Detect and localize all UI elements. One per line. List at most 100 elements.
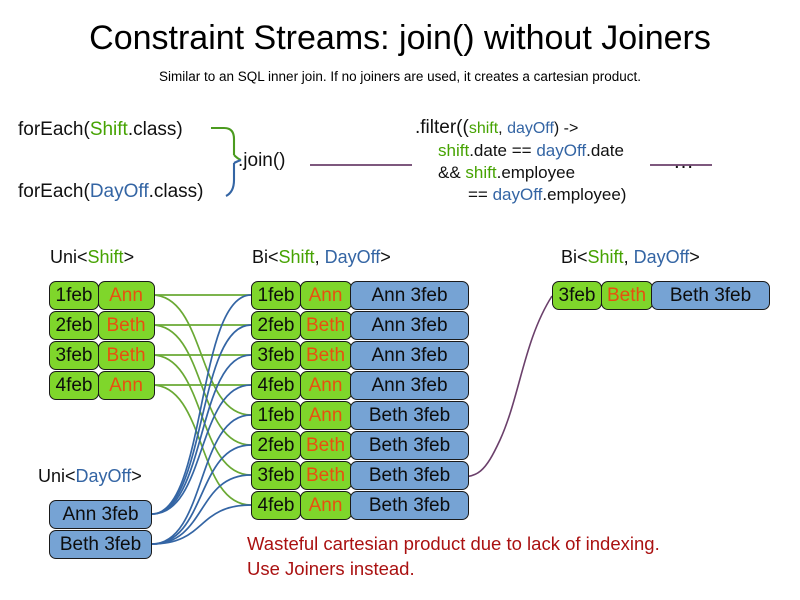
- shift-date-cell[interactable]: 4feb: [49, 371, 99, 400]
- bi-shift-date-cell[interactable]: 2feb: [251, 311, 301, 340]
- dayoff-wire: [151, 384, 252, 515]
- bi-shift-date-cell[interactable]: 2feb: [251, 431, 301, 460]
- code-filter-block: .filter((shift, dayOff) -> shift.date ==…: [415, 117, 626, 206]
- warning-note-line-2: Use Joiners instead.: [247, 558, 415, 579]
- dayoff-wire: [151, 504, 252, 545]
- header-bi2-sep: ,: [623, 247, 634, 267]
- header-bi-right: Bi<Shift, DayOff>: [561, 246, 700, 268]
- header-bi2-post: >: [689, 247, 700, 267]
- bi-shift-date-cell[interactable]: 4feb: [251, 491, 301, 520]
- bi-shift-date-cell[interactable]: 1feb: [251, 401, 301, 430]
- bi-dayoff-cell[interactable]: Ann 3feb: [350, 311, 469, 340]
- result-dayoff-cell[interactable]: Beth 3feb: [651, 281, 770, 310]
- shift-date-cell[interactable]: 3feb: [49, 341, 99, 370]
- bi-shift-date-cell[interactable]: 3feb: [251, 341, 301, 370]
- header-bi-type-dayoff: DayOff: [324, 247, 381, 267]
- header-uni-dayoff-pre: Uni<: [38, 466, 76, 486]
- shift-employee-cell[interactable]: Beth: [97, 311, 155, 340]
- bi-dayoff-cell[interactable]: Ann 3feb: [350, 281, 469, 310]
- shift-wire: [151, 354, 252, 476]
- foreach-shift-prefix: forEach(: [18, 119, 90, 140]
- foreach-dayoff-suffix: .class): [148, 181, 204, 202]
- bi-shift-employee-cell[interactable]: Beth: [299, 311, 352, 340]
- bi-shift-employee-cell[interactable]: Beth: [299, 461, 352, 490]
- filter-line-3: && shift.employee: [415, 162, 626, 184]
- bi-dayoff-cell[interactable]: Beth 3feb: [350, 491, 469, 520]
- header-bi-sep: ,: [314, 247, 325, 267]
- dayoff-wire: [151, 474, 252, 545]
- filter-param-shift: shift: [468, 120, 499, 137]
- bi-dayoff-cell[interactable]: Beth 3feb: [350, 401, 469, 430]
- shift-employee-cell[interactable]: Beth: [97, 341, 155, 370]
- bi-shift-date-cell[interactable]: 4feb: [251, 371, 301, 400]
- code-foreach-dayoff: forEach(DayOff.class): [18, 180, 204, 204]
- foreach-dayoff-type: DayOff: [89, 181, 149, 202]
- filter-param-dayoff: dayOff: [507, 120, 554, 137]
- shift-employee-cell[interactable]: Ann: [97, 371, 155, 400]
- shift-employee-cell[interactable]: Ann: [97, 281, 155, 310]
- bi-dayoff-cell[interactable]: Ann 3feb: [350, 371, 469, 400]
- bi-shift-date-cell[interactable]: 1feb: [251, 281, 301, 310]
- dayoff-wires: [151, 294, 252, 545]
- page-subtitle: Similar to an SQL inner join. If no join…: [159, 69, 641, 84]
- bi-shift-employee-cell[interactable]: Ann: [299, 401, 352, 430]
- result-shift-date-cell[interactable]: 3feb: [552, 281, 602, 310]
- header-uni-dayoff-type: DayOff: [75, 466, 132, 486]
- bi-shift-date-cell[interactable]: 3feb: [251, 461, 301, 490]
- shift-date-cell[interactable]: 2feb: [49, 311, 99, 340]
- dayoff-wire: [151, 294, 252, 515]
- bi-dayoff-cell[interactable]: Beth 3feb: [350, 431, 469, 460]
- page-title: Constraint Streams: join() without Joine…: [89, 19, 711, 57]
- uni-dayoff-row[interactable]: Ann 3feb: [49, 500, 152, 529]
- bi-shift-employee-cell[interactable]: Ann: [299, 371, 352, 400]
- bi-dayoff-cell[interactable]: Ann 3feb: [350, 341, 469, 370]
- dayoff-cell[interactable]: Ann 3feb: [49, 500, 152, 529]
- filter-l4-field: .employee): [542, 185, 627, 204]
- filter-l2-dayoff: dayOff: [536, 141, 587, 160]
- result-shift-employee-cell[interactable]: Beth: [600, 281, 653, 310]
- shift-date-cell[interactable]: 1feb: [49, 281, 99, 310]
- uni-dayoff-row[interactable]: Beth 3feb: [49, 530, 152, 559]
- bi-shift-employee-cell[interactable]: Beth: [299, 431, 352, 460]
- bi-dayoff-cell[interactable]: Beth 3feb: [350, 461, 469, 490]
- filter-line-2: shift.date == dayOff.date: [415, 140, 626, 162]
- header-uni-shift-post: >: [123, 247, 135, 267]
- filter-l4-dayoff: dayOff: [492, 185, 543, 204]
- header-uni-shift: Uni<Shift>: [50, 246, 134, 268]
- filter-l2-shift: shift: [438, 141, 470, 160]
- dayoff-wire: [151, 324, 252, 515]
- filter-l3-shift: shift: [465, 163, 497, 182]
- dayoff-wire: [151, 444, 252, 545]
- bi-shift-employee-cell[interactable]: Beth: [299, 341, 352, 370]
- warning-note-line-1: Wasteful cartesian product due to lack o…: [247, 533, 660, 554]
- dayoff-cell[interactable]: Beth 3feb: [49, 530, 152, 559]
- filter-l3-field: .employee: [496, 163, 576, 182]
- dayoff-wire: [151, 414, 252, 545]
- header-bi2-type-shift: Shift: [587, 247, 624, 267]
- header-uni-dayoff: Uni<DayOff>: [38, 465, 142, 487]
- header-bi-pre: Bi<: [252, 247, 279, 267]
- header-bi-post: >: [380, 247, 391, 267]
- bi-shift-employee-cell[interactable]: Ann: [299, 491, 352, 520]
- code-foreach-shift: forEach(Shift.class): [18, 118, 183, 142]
- bi-shift-employee-cell[interactable]: Ann: [299, 281, 352, 310]
- header-uni-shift-type: Shift: [87, 247, 124, 267]
- header-bi2-type-dayoff: DayOff: [633, 247, 690, 267]
- foreach-shift-type: Shift: [89, 119, 128, 140]
- filter-l4-op: ==: [468, 185, 493, 204]
